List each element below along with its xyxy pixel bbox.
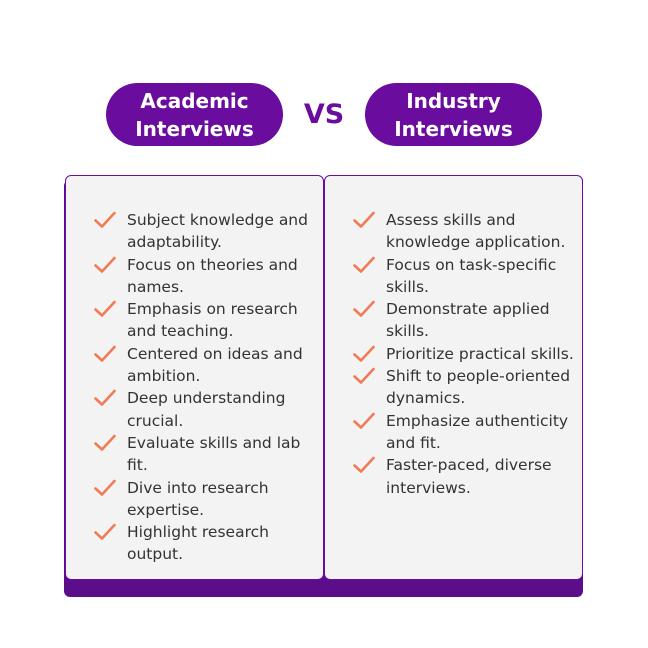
academic-title-line-2: Interviews bbox=[135, 116, 254, 141]
industry-list: Assess skills and knowledge application.… bbox=[353, 209, 576, 499]
check-icon bbox=[94, 477, 120, 499]
list-item-text: Emphasis on research and teaching. bbox=[127, 300, 298, 341]
list-item: Highlight research output. bbox=[94, 521, 317, 566]
list-item-text: Faster-paced, diverse interviews. bbox=[386, 456, 552, 497]
check-icon bbox=[94, 254, 120, 276]
list-item-text: Demonstrate applied skills. bbox=[386, 300, 550, 341]
list-item: Centered on ideas and ambition. bbox=[94, 343, 317, 388]
list-item-text: Emphasize authenticity and fit. bbox=[386, 411, 569, 452]
list-item-text: Highlight research output. bbox=[127, 523, 269, 564]
list-item: Demonstrate applied skills. bbox=[353, 298, 576, 343]
check-icon bbox=[353, 410, 379, 432]
check-icon bbox=[94, 387, 120, 409]
check-icon bbox=[353, 209, 379, 231]
list-item-text: Shift to people-oriented dynamics. bbox=[386, 367, 571, 408]
list-item: Focus on theories and names. bbox=[94, 254, 317, 299]
industry-panel: Assess skills and knowledge application.… bbox=[324, 175, 583, 580]
list-item: Emphasize authenticity and fit. bbox=[353, 410, 576, 455]
academic-title-line-1: Academic bbox=[140, 88, 249, 113]
list-item-text: Centered on ideas and ambition. bbox=[127, 344, 303, 386]
check-icon bbox=[353, 454, 379, 476]
industry-title-line-1: Industry bbox=[406, 88, 501, 113]
check-icon bbox=[353, 254, 379, 276]
list-item: Prioritize practical skills. bbox=[353, 343, 576, 365]
vs-label: VS bbox=[303, 99, 345, 130]
list-item-text: Focus on theories and names. bbox=[127, 255, 298, 296]
check-icon bbox=[94, 209, 120, 231]
academic-interviews-pill: Academic Interviews bbox=[106, 83, 283, 146]
list-item-text: Evaluate skills and lab fit. bbox=[127, 433, 301, 475]
list-item: Dive into research expertise. bbox=[94, 477, 317, 522]
list-item: Faster-paced, diverse interviews. bbox=[353, 454, 576, 499]
list-item: Deep understanding crucial. bbox=[94, 387, 317, 432]
list-item: Subject knowledge and adaptability. bbox=[94, 209, 317, 254]
list-item: Focus on task-specific skills. bbox=[353, 254, 576, 299]
industry-title-line-2: Interviews bbox=[394, 116, 513, 141]
list-item: Evaluate skills and lab fit. bbox=[94, 432, 317, 477]
academic-panel: Subject knowledge and adaptability.Focus… bbox=[65, 175, 324, 580]
check-icon bbox=[353, 343, 379, 365]
check-icon bbox=[94, 521, 120, 543]
check-icon bbox=[94, 343, 120, 365]
check-icon bbox=[94, 298, 120, 320]
check-icon bbox=[353, 298, 379, 320]
list-item: Emphasis on research and teaching. bbox=[94, 298, 317, 343]
check-icon bbox=[353, 365, 379, 387]
academic-list: Subject knowledge and adaptability.Focus… bbox=[94, 209, 317, 566]
industry-interviews-pill: Industry Interviews bbox=[365, 83, 542, 146]
list-item-text: Dive into research expertise. bbox=[127, 478, 269, 519]
list-item-text: Focus on task-specific skills. bbox=[386, 255, 557, 296]
list-item-text: Subject knowledge and adaptability. bbox=[127, 211, 308, 252]
list-item-text: Assess skills and knowledge application. bbox=[386, 211, 566, 252]
list-item-text: Deep understanding crucial. bbox=[127, 389, 286, 430]
list-item-text: Prioritize practical skills. bbox=[386, 344, 574, 363]
list-item: Shift to people-oriented dynamics. bbox=[353, 365, 576, 410]
check-icon bbox=[94, 432, 120, 454]
list-item: Assess skills and knowledge application. bbox=[353, 209, 576, 254]
